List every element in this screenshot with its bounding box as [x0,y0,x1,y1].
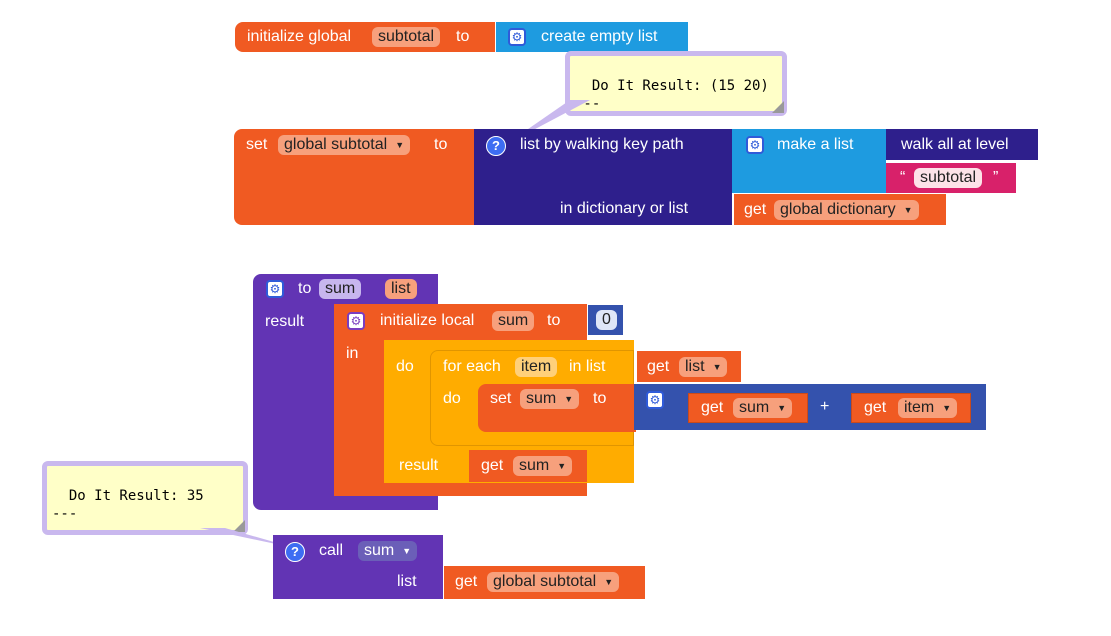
do-label: do [396,358,414,375]
set-global-block[interactable]: set global subtotal ▼ to [234,129,476,225]
mutator-gear-icon[interactable]: ⚙ [347,312,365,330]
resize-handle-icon[interactable] [772,101,784,113]
do-label: do [443,390,461,407]
global-var-name-field[interactable]: subtotal [372,27,441,47]
help-question-icon[interactable]: ? [285,542,305,562]
init-local-label: initialize local [380,312,475,329]
dropdown-arrow-icon: ▼ [942,403,952,413]
get-item-block[interactable]: get item ▼ [851,393,971,423]
init-global-block[interactable]: initialize global subtotal to [235,22,495,52]
dropdown-arrow-icon: ▼ [903,205,913,215]
to-label: to [456,28,470,45]
dropdown-arrow-icon: ▼ [395,140,405,150]
number-block[interactable]: 0 [588,305,623,335]
in-dictionary-label: in dictionary or list [560,200,689,217]
mutator-gear-icon[interactable]: ⚙ [646,391,664,409]
get-global-subtotal-block[interactable]: get global subtotal ▼ [444,566,645,599]
get-list-block[interactable]: get list ▼ [637,351,741,382]
walk-key-path-label: list by walking key path [520,136,684,153]
procedure-name-dropdown-value: sum [364,542,395,559]
get-var-dropdown[interactable]: list ▼ [679,357,728,377]
get-label: get [481,457,504,474]
to-label: to [547,312,561,329]
call-procedure-block[interactable]: ? call sum ▼ list [273,535,443,599]
set-var-dropdown-value: sum [526,390,557,407]
get-var-dropdown[interactable]: sum ▼ [733,398,793,418]
loop-var-field[interactable]: item [515,357,558,377]
dropdown-arrow-icon: ▼ [402,546,412,556]
get-var-dropdown[interactable]: item ▼ [898,398,958,418]
to-label: to [434,136,448,153]
get-var-dropdown-value: list [685,358,705,375]
get-label: get [701,399,724,416]
do-it-result-bubble-1: Do It Result: (15 20) --- [565,51,787,116]
get-var-dropdown-value: item [904,399,935,416]
call-label: call [319,542,344,559]
make-a-list-label: make a list [777,136,854,153]
get-sum-block[interactable]: get sum ▼ [688,393,808,423]
dropdown-arrow-icon: ▼ [712,362,722,372]
get-label: get [744,201,767,218]
get-var-dropdown[interactable]: sum ▼ [513,456,573,476]
text-string-block[interactable]: “ subtotal ” [886,163,1016,193]
get-label: get [455,573,478,590]
in-list-label: in list [569,358,606,375]
list-arg-label: list [397,573,417,590]
global-var-dropdown-value: global subtotal [284,136,388,153]
do-it-result-text: Do It Result: 35 --- [52,488,204,522]
set-label: set [246,136,268,153]
get-global-dictionary-block[interactable]: get global dictionary ▼ [734,194,946,225]
for-each-label: for each [443,358,501,375]
get-var-dropdown-value: global dictionary [780,201,896,218]
make-a-list-block[interactable]: ⚙ make a list [732,129,886,193]
get-label: get [864,399,887,416]
create-empty-list-label: create empty list [541,28,658,45]
result-label: result [399,457,439,474]
do-it-result-bubble-2: Do It Result: 35 --- [42,461,248,535]
get-var-dropdown-value: global subtotal [493,573,597,590]
get-label: get [647,358,670,375]
in-label: in [346,345,359,362]
mutator-gear-icon[interactable]: ⚙ [746,136,764,154]
set-label: set [490,390,512,407]
walk-all-label: walk all at level [901,136,1009,153]
number-value-field[interactable]: 0 [596,310,617,330]
local-var-name-field[interactable]: sum [492,311,535,331]
dropdown-arrow-icon: ▼ [564,394,574,404]
procedure-name-dropdown[interactable]: sum ▼ [358,541,418,561]
to-label: to [593,390,607,407]
string-value-field[interactable]: subtotal [914,168,983,188]
bubble-pointer [200,528,295,548]
walk-key-path-block[interactable]: ? list by walking key path in dictionary… [474,129,732,225]
get-var-dropdown-value: sum [519,457,550,474]
dropdown-arrow-icon: ▼ [777,403,787,413]
mutator-gear-icon[interactable]: ⚙ [266,280,284,298]
create-empty-list-block[interactable]: ⚙ create empty list [496,22,688,52]
result-label: result [265,313,305,330]
help-question-icon[interactable]: ? [486,136,506,156]
get-var-dropdown[interactable]: global dictionary ▼ [774,200,919,220]
get-var-dropdown[interactable]: global subtotal ▼ [487,572,620,592]
do-it-result-text: Do It Result: (15 20) --- [575,78,769,112]
get-var-dropdown-value: sum [739,399,770,416]
init-global-label: initialize global [247,28,352,45]
to-label: to [298,280,312,297]
get-result-block[interactable]: get sum ▼ [469,450,587,482]
mutator-gear-icon[interactable]: ⚙ [508,28,526,46]
plus-label: + [820,398,830,415]
quote-close: ” [993,169,999,186]
quote-open: “ [900,169,906,186]
walk-all-at-level-block[interactable]: walk all at level [886,129,1038,160]
set-var-dropdown[interactable]: sum ▼ [520,389,580,409]
dropdown-arrow-icon: ▼ [557,461,567,471]
dropdown-arrow-icon: ▼ [604,577,614,587]
resize-handle-icon[interactable] [233,520,245,532]
set-local-block[interactable]: set sum ▼ to [478,384,636,432]
procedure-name-field[interactable]: sum [319,279,362,299]
global-var-dropdown[interactable]: global subtotal ▼ [278,135,411,155]
parameter-list-field[interactable]: list [385,279,417,299]
